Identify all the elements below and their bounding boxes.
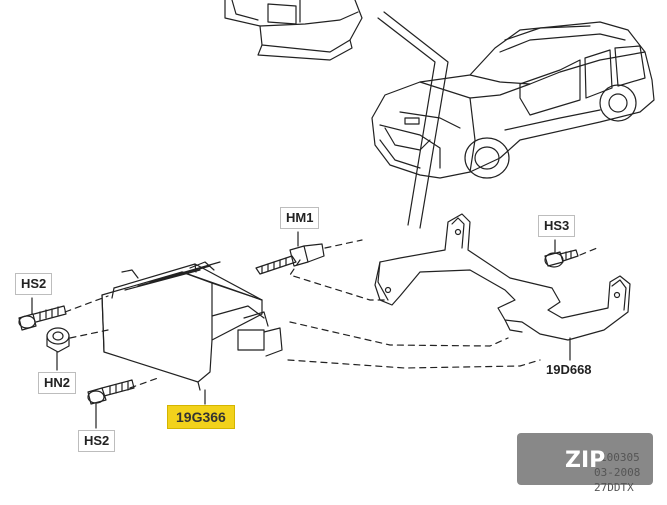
watermark-text: ZIP (565, 448, 606, 473)
label-hm1: HM1 (280, 207, 320, 229)
bolt-hs2-top-icon (18, 297, 67, 331)
reference-line-2: 03-2008 (594, 466, 641, 479)
label-module-19g366: 19G366 (167, 405, 235, 429)
bolt-hs2-bottom-icon (87, 379, 135, 429)
nut-hn2-icon (46, 327, 70, 371)
label-bracket-19d668: 19D668 (546, 362, 592, 377)
bracket-icon (374, 213, 631, 341)
vehicle-icon (371, 21, 655, 179)
watermark-badge (517, 433, 653, 485)
stud-hm1-icon (255, 231, 325, 275)
label-hs2-bottom: HS2 (78, 430, 116, 452)
bolt-hs3-icon (544, 239, 579, 268)
label-hn2: HN2 (38, 372, 77, 394)
label-hs2-top: HS2 (15, 273, 53, 295)
reference-line-3: 27DDTX (594, 481, 634, 494)
upper-component-icon (224, 0, 363, 61)
assembly-dashed-lines (64, 239, 598, 389)
reference-line-1: 100305 (600, 451, 640, 464)
leader-line (377, 17, 436, 226)
label-hs3: HS3 (538, 215, 576, 237)
control-module-icon (101, 261, 283, 391)
